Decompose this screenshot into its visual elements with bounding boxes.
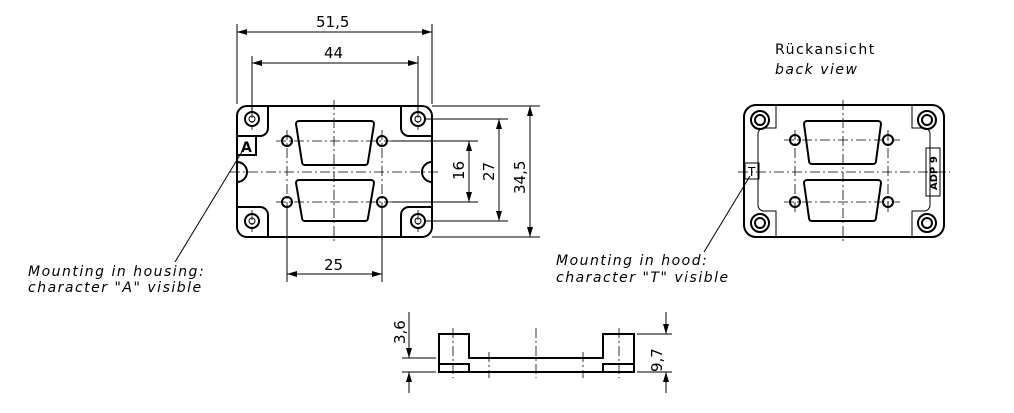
dsub-cutout-top: [294, 120, 376, 166]
dim-27: 27: [480, 162, 498, 181]
dim-9-7: 9,7: [648, 348, 666, 372]
back-view: Rückansicht back view T ADP 9 Mounting i…: [556, 42, 950, 286]
dim-44: 44: [324, 44, 343, 62]
housing-note-1: Mounting in housing:: [28, 264, 205, 280]
hood-note-1: Mounting in hood:: [556, 253, 708, 269]
dim-34-5: 34,5: [511, 161, 529, 194]
dim-25: 25: [324, 256, 343, 274]
marker-a: A: [241, 140, 252, 156]
marker-t: T: [747, 165, 756, 179]
back-view-title-de: Rückansicht: [775, 42, 876, 58]
hood-note-2: character "T" visible: [556, 270, 730, 286]
front-view: A 51,5 44 25 16 27 34,5 Mounting in hous…: [28, 13, 540, 296]
mounting-holes: [244, 111, 426, 229]
dim-16: 16: [450, 161, 468, 180]
back-mounting-holes: [750, 110, 937, 233]
dim-3-6: 3,6: [391, 320, 409, 344]
housing-note-2: character "A" visible: [28, 280, 203, 296]
dim-51-5: 51,5: [316, 13, 349, 31]
dsub-cutout-bottom: [294, 179, 376, 222]
back-view-title-en: back view: [775, 62, 858, 78]
side-view: 3,6 9,7: [391, 312, 672, 393]
adp-9-label: ADP 9: [929, 156, 940, 190]
